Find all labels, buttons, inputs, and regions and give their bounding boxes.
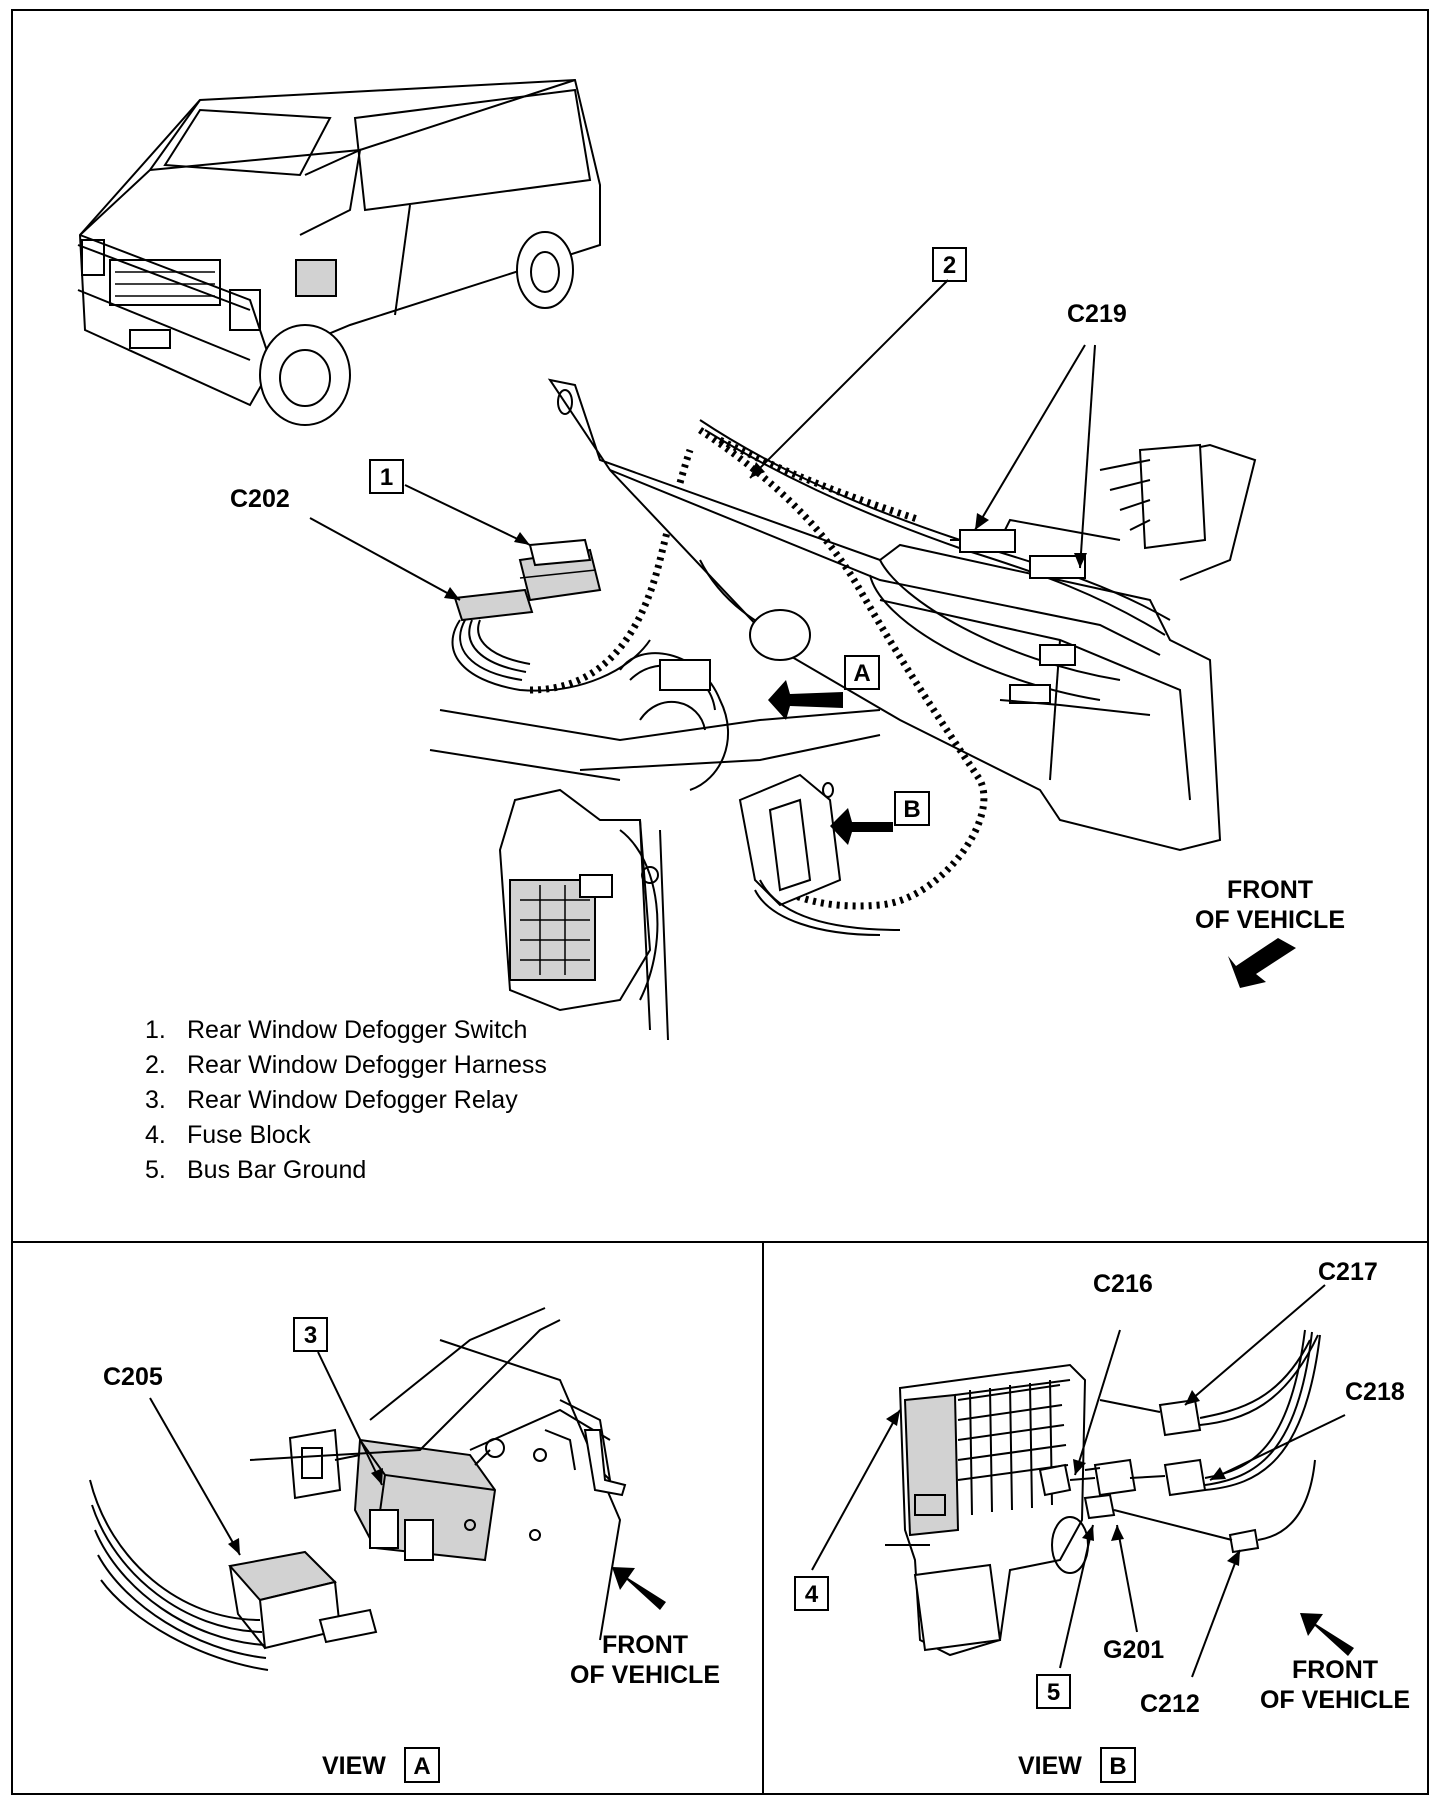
label-c202: C202 (230, 485, 290, 513)
view-a-illustration (89, 1307, 627, 1671)
view-a-leaders (149, 1351, 383, 1556)
view-b-title-word: VIEW (1018, 1752, 1082, 1780)
view-arrows (768, 680, 893, 845)
main-leaders (309, 279, 1096, 601)
diagram-frame (11, 9, 1429, 1795)
callout-1-text: 1 (380, 464, 393, 491)
callout-box-3: 3 (293, 1317, 328, 1352)
view-a-title: VIEW A (322, 1747, 440, 1783)
label-g201: G201 (1103, 1636, 1164, 1664)
view-a-title-word: VIEW (322, 1752, 386, 1780)
legend-item-1: 1. Rear Window Defogger Switch (145, 1016, 527, 1044)
legend-item-5: 5. Bus Bar Ground (145, 1156, 366, 1184)
front-label-view-b-line2: OF VEHICLE (1260, 1686, 1410, 1714)
front-arrow-main (1228, 938, 1296, 988)
legend-item-2: 2. Rear Window Defogger Harness (145, 1051, 547, 1079)
callout-2-text: 2 (943, 252, 956, 279)
front-arrow-view-a (612, 1567, 666, 1610)
view-a-title-letter: A (413, 1753, 430, 1780)
view-b-illustration (885, 1329, 1321, 1657)
front-label-view-a-line2: OF VEHICLE (570, 1661, 720, 1689)
legend-item-3: 3. Rear Window Defogger Relay (145, 1086, 518, 1114)
callout-box-2: 2 (932, 247, 967, 282)
legend-item-1-text: Rear Window Defogger Switch (187, 1016, 527, 1044)
legend-item-5-text: Bus Bar Ground (187, 1156, 366, 1184)
view-a-callout-text: A (853, 660, 870, 687)
view-a-callout-box: A (844, 655, 880, 690)
callout-box-5: 5 (1036, 1674, 1071, 1709)
legend-item-2-text: Rear Window Defogger Harness (187, 1051, 547, 1079)
callout-5-text: 5 (1047, 1679, 1060, 1706)
legend-item-3-num: 3. (145, 1086, 166, 1114)
label-c205: C205 (103, 1363, 163, 1391)
legend-item-3-text: Rear Window Defogger Relay (187, 1086, 518, 1114)
front-label-view-b-line1: FRONT (1292, 1656, 1378, 1684)
label-c217: C217 (1318, 1258, 1378, 1286)
defogger-switch-assembly (451, 448, 694, 694)
front-label-main-line2: OF VEHICLE (1195, 906, 1345, 934)
view-b-callout-text: B (903, 796, 920, 823)
view-b-title-letter: B (1109, 1753, 1126, 1780)
dash-harness (429, 378, 1257, 1041)
callout-3-text: 3 (304, 1322, 317, 1349)
label-c218: C218 (1345, 1378, 1405, 1406)
legend: 1. Rear Window Defogger Switch 2. Rear W… (145, 1016, 547, 1184)
van-illustration (77, 78, 601, 426)
callout-box-1: 1 (369, 459, 404, 494)
legend-item-5-num: 5. (145, 1156, 166, 1184)
callout-4-text: 4 (805, 1581, 819, 1608)
front-arrow-view-b (1300, 1613, 1354, 1656)
label-c216: C216 (1093, 1270, 1153, 1298)
legend-item-1-num: 1. (145, 1016, 166, 1044)
label-c219: C219 (1067, 300, 1127, 328)
legend-item-4: 4. Fuse Block (145, 1121, 311, 1149)
view-b-leaders (811, 1284, 1346, 1678)
legend-item-2-num: 2. (145, 1051, 166, 1079)
front-label-main-line1: FRONT (1227, 876, 1313, 904)
callout-box-4: 4 (794, 1576, 829, 1611)
legend-item-4-num: 4. (145, 1121, 166, 1149)
legend-item-4-text: Fuse Block (187, 1121, 311, 1149)
label-c212: C212 (1140, 1690, 1200, 1718)
view-b-title: VIEW B (1018, 1747, 1136, 1783)
view-b-callout-box: B (894, 791, 930, 826)
front-label-view-a-line1: FRONT (602, 1631, 688, 1659)
